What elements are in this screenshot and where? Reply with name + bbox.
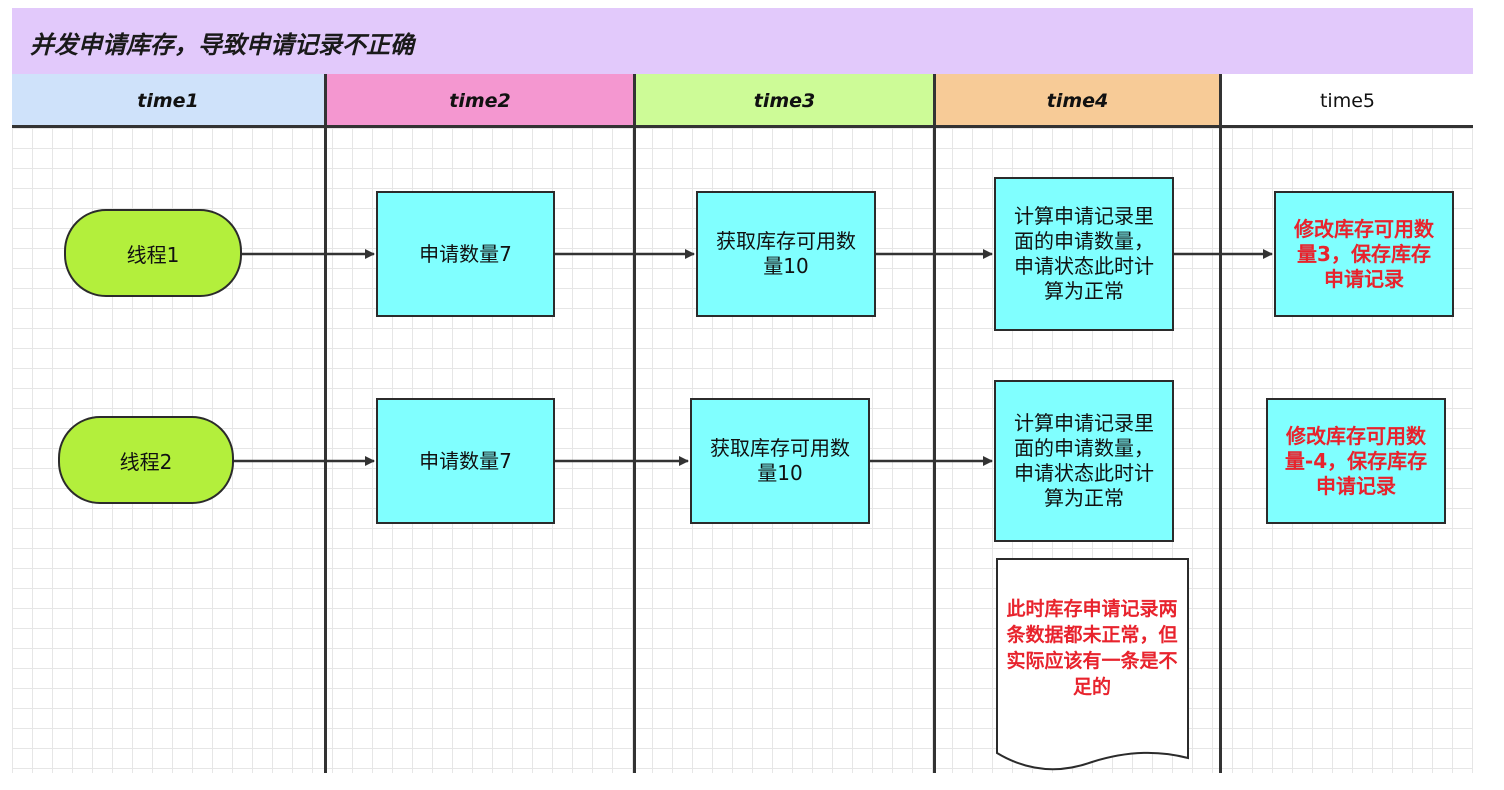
thread-2-save-text: 修改库存可用数量-4，保存库存申请记录 [1284, 423, 1428, 498]
thread-2-apply-step: 申请数量7 [376, 398, 555, 524]
lane-divider [633, 74, 636, 773]
lane-divider [1219, 74, 1222, 773]
thread-2-apply-text: 申请数量7 [419, 448, 512, 473]
thread-1-fetch-text: 获取库存可用数量10 [716, 229, 856, 278]
thread-2-label: 线程2 [119, 449, 173, 474]
thread-2-start: 线程2 [58, 416, 234, 504]
thread-2-fetch-step: 获取库存可用数量10 [690, 398, 870, 524]
thread-1-save-step: 修改库存可用数量3，保存库存申请记录 [1274, 191, 1454, 317]
thread-1-save-text: 修改库存可用数量3，保存库存申请记录 [1294, 216, 1434, 291]
thread-2-calc-text: 计算申请记录里面的申请数量，申请状态此时计算为正常 [1014, 411, 1154, 510]
thread-1-calc-step: 计算申请记录里面的申请数量，申请状态此时计算为正常 [994, 177, 1174, 331]
diagram-canvas: 并发申请库存，导致申请记录不正确 time1 time2 time3 time4… [12, 8, 1473, 773]
thread-2-save-step: 修改库存可用数量-4，保存库存申请记录 [1266, 398, 1446, 524]
thread-1-start: 线程1 [64, 209, 242, 297]
thread-2-fetch-text: 获取库存可用数量10 [710, 436, 850, 485]
lane-header-time5: time5 [1222, 74, 1473, 128]
lane-header-time4: time4 [936, 74, 1219, 128]
thread-1-apply-step: 申请数量7 [376, 191, 555, 317]
thread-2-calc-step: 计算申请记录里面的申请数量，申请状态此时计算为正常 [994, 380, 1174, 542]
warning-note: 此时库存申请记录两条数据都未正常，但实际应该有一条是不足的 [1006, 598, 1178, 698]
thread-1-fetch-step: 获取库存可用数量10 [696, 191, 876, 317]
lane-header-time3: time3 [636, 74, 933, 128]
document-shape [996, 558, 1189, 771]
thread-1-label: 线程1 [126, 242, 180, 267]
connector-layer [234, 249, 1273, 771]
title-bar: 并发申请库存，导致申请记录不正确 [12, 8, 1473, 75]
thread-1-calc-text: 计算申请记录里面的申请数量，申请状态此时计算为正常 [1014, 204, 1154, 303]
lane-divider [324, 74, 327, 773]
lane-header-time2: time2 [327, 74, 633, 128]
diagram-title: 并发申请库存，导致申请记录不正确 [30, 31, 414, 59]
lane-header-time1: time1 [12, 74, 324, 128]
lane-divider [933, 74, 936, 773]
thread-1-apply-text: 申请数量7 [419, 241, 512, 266]
